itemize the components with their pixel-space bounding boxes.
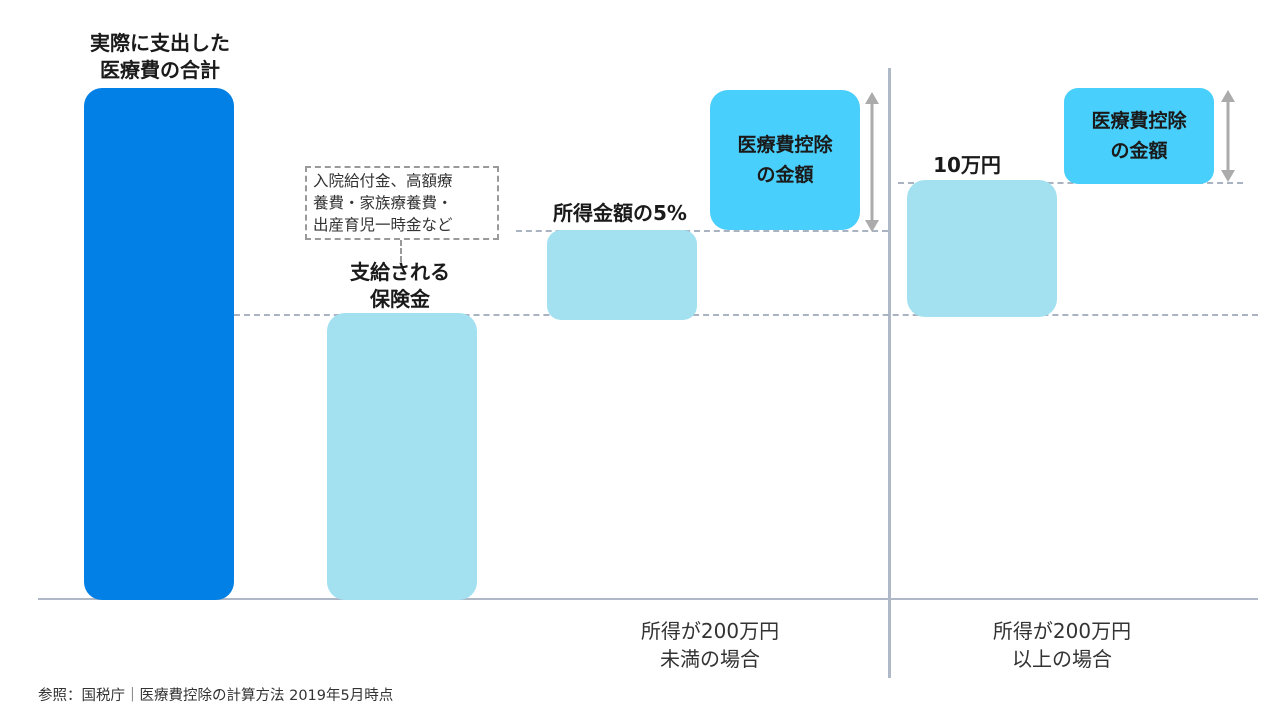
deduction-label-left: 医療費控除 の金額 bbox=[737, 134, 833, 186]
double-arrow-right-icon bbox=[1221, 90, 1235, 182]
double-arrow-left-icon bbox=[865, 92, 879, 232]
deduction-box-right: 医療費控除 の金額 bbox=[1064, 88, 1214, 184]
five-percent-bar bbox=[547, 230, 697, 320]
section-divider bbox=[888, 68, 891, 678]
guide-line-insurance bbox=[234, 314, 1258, 316]
guide-line-five-percent bbox=[516, 230, 888, 232]
ten-man-label: 10万円 bbox=[933, 153, 1001, 177]
total-medical-expense-bar bbox=[84, 88, 234, 600]
guide-line-ten-man bbox=[898, 182, 1243, 184]
insurance-label: 支給される 保険金 bbox=[350, 260, 450, 311]
total-medical-expense-label: 実際に支出した 医療費の合計 bbox=[90, 31, 230, 82]
insurance-bar bbox=[327, 313, 477, 600]
ten-man-bar bbox=[907, 180, 1057, 317]
baseline bbox=[38, 598, 1258, 600]
deduction-box-left: 医療費控除 の金額 bbox=[710, 90, 860, 230]
insurance-note: 入院給付金、高額療 養費・家族療養費・ 出産育児一時金など bbox=[305, 166, 499, 240]
axis-label-over-200: 所得が200万円 以上の場合 bbox=[992, 619, 1132, 671]
source-citation: 参照：国税庁｜医療費控除の計算方法 2019年5月時点 bbox=[38, 688, 394, 704]
note-connector bbox=[400, 240, 402, 262]
axis-label-under-200: 所得が200万円 未満の場合 bbox=[640, 619, 780, 671]
deduction-label-right: 医療費控除 の金額 bbox=[1091, 110, 1187, 162]
five-percent-label: 所得金額の5% bbox=[553, 201, 687, 225]
